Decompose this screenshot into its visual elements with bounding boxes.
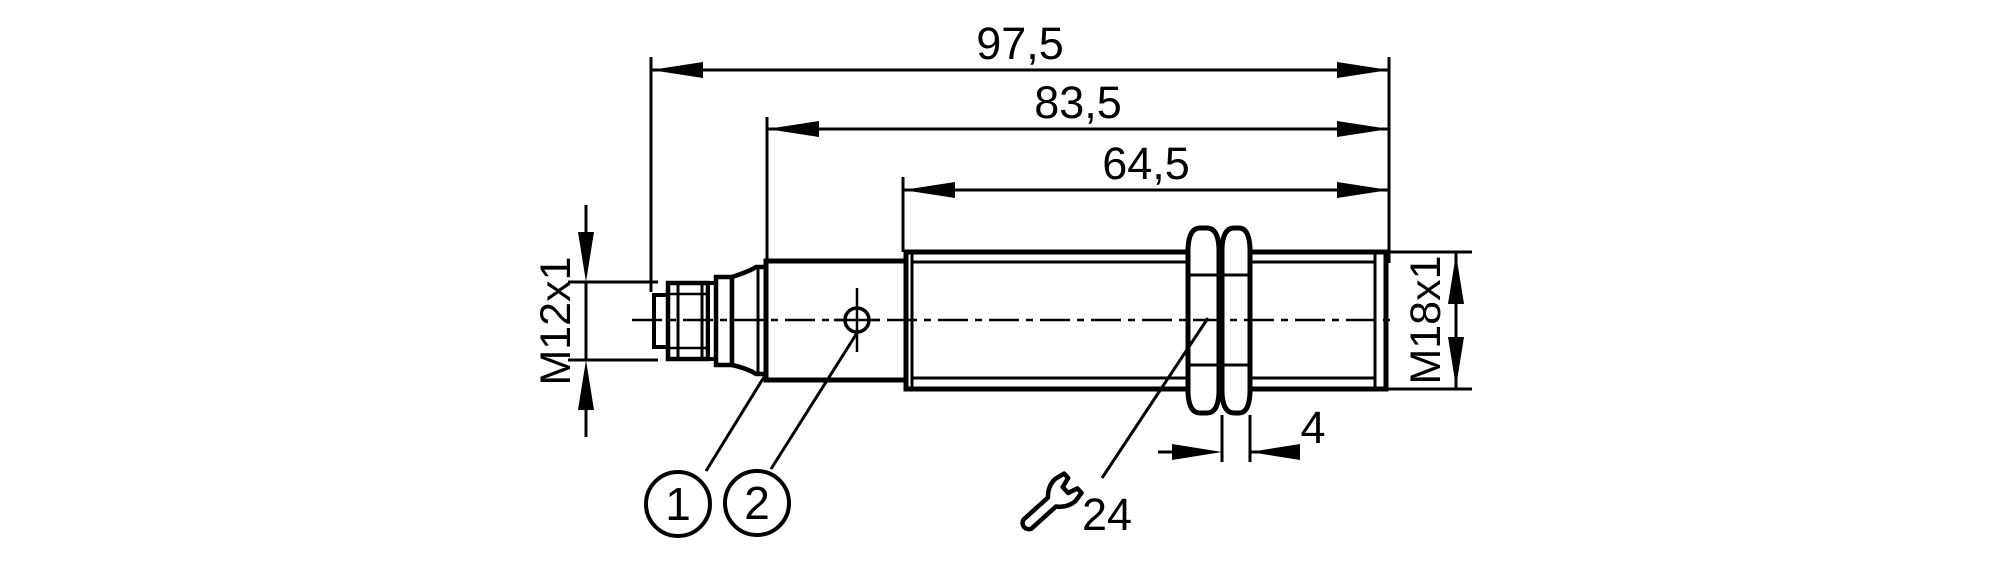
m12-arrowhead-top: [578, 232, 594, 282]
callout-2-number: 2: [744, 477, 770, 529]
led-indicator: [834, 288, 880, 352]
dim-value-housing-thread: M18x1: [1402, 255, 1450, 384]
m18-arrowhead-bottom: [1448, 337, 1464, 387]
dim-value-thread-length: 64,5: [1102, 138, 1190, 189]
wrench-leader-line: [1100, 317, 1210, 479]
nut-arrowhead-right: [1250, 444, 1300, 460]
m12-arrowhead-bottom: [578, 360, 594, 410]
part-callout-2: 2: [723, 332, 859, 537]
callout-2-circle: [723, 469, 791, 537]
wrench-size-callout: 24: [1020, 317, 1210, 540]
callout-1-leader: [704, 376, 766, 472]
wrench-size-value: 24: [1082, 489, 1132, 540]
nut-arrowhead-left: [1172, 444, 1222, 460]
wrench-icon: [1020, 471, 1084, 532]
arrowhead-left-97: [651, 62, 703, 78]
dimension-housing-thread: M18x1: [1386, 250, 1472, 391]
callout-1-number: 1: [665, 478, 691, 530]
dimension-housing-length: 83,5: [765, 77, 1389, 261]
dim-value-overall-length: 97,5: [976, 18, 1064, 69]
sensor-body: [632, 225, 1397, 416]
dim-value-connector-thread: M12x1: [532, 256, 580, 385]
dimension-nut-width: 4: [1158, 402, 1326, 462]
dimension-overall-length: 97,5: [649, 18, 1391, 292]
arrowhead-left-83: [767, 121, 819, 137]
arrowhead-right-97: [1337, 62, 1389, 78]
dim-value-housing-length: 83,5: [1034, 77, 1122, 128]
m18-arrowhead-top: [1448, 254, 1464, 304]
callout-1-circle: [644, 470, 712, 538]
part-callout-1: 1: [644, 376, 766, 538]
arrowhead-left-64: [903, 182, 955, 198]
arrowhead-right-64: [1337, 182, 1389, 198]
arrowhead-right-83: [1337, 121, 1389, 137]
dimension-connector-thread: M12x1: [532, 205, 658, 437]
dim-value-nut-width: 4: [1300, 402, 1325, 453]
callout-2-leader: [769, 332, 859, 470]
dimension-thread-length: 64,5: [901, 138, 1389, 252]
